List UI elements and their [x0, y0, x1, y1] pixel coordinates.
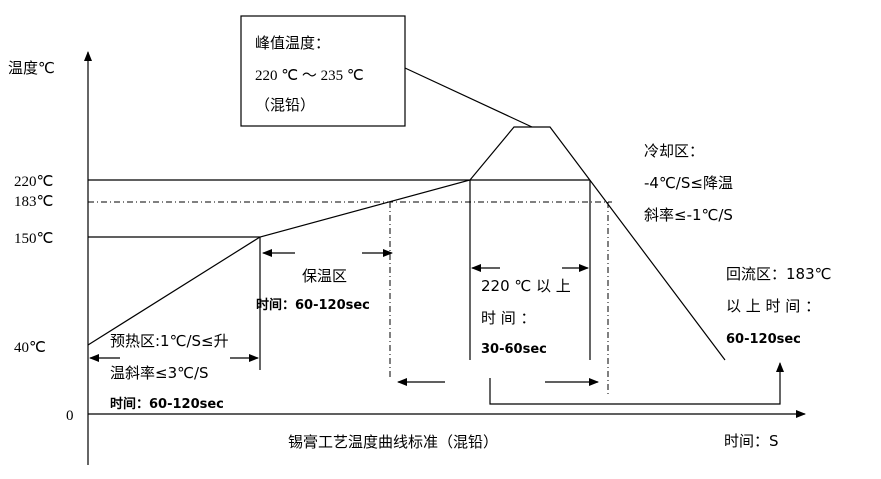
x-axis-label: 时间：S — [724, 432, 779, 450]
cooling-line1: -4℃/S≤降温 — [644, 174, 733, 192]
peak-box-note: （混铅） — [255, 96, 315, 114]
peak-temperature-box — [240, 15, 406, 127]
cooling-line2: 斜率≤-1℃/S — [644, 206, 733, 224]
soak-time: 时间：60-120sec — [256, 297, 370, 313]
temperature-profile-curve — [87, 126, 726, 361]
cooling-title: 冷却区： — [644, 142, 704, 160]
reflow-title: 回流区：183℃ — [726, 265, 831, 283]
soak-title: 保温区 — [302, 267, 347, 285]
preheat-line1: 预热区:1℃/S≤升 — [110, 332, 229, 350]
peak-callout-line — [404, 67, 533, 128]
y-axis-label: 温度℃ — [8, 59, 55, 77]
above-220-line1: 220 ℃ 以 上 — [481, 277, 571, 295]
tick-183: 183℃ — [14, 194, 53, 210]
preheat-line2: 温斜率≤3℃/S — [110, 364, 209, 382]
origin-label: 0 — [66, 408, 74, 424]
tick-150: 150℃ — [14, 231, 53, 247]
above-220-time: 30-60sec — [481, 342, 547, 357]
reflow-time: 60-120sec — [726, 332, 801, 347]
tick-220: 220℃ — [14, 174, 53, 190]
reflow-bracket — [489, 362, 784, 405]
tick-40: 40℃ — [14, 340, 46, 356]
peak-box-range: 220 ℃ ～ 235 ℃ — [255, 68, 364, 84]
peak-box-title: 峰值温度： — [255, 34, 330, 52]
above-220-line2: 时 间 ： — [481, 309, 536, 327]
reflow-line1: 以 上 时 间 ： — [726, 297, 820, 315]
preheat-time: 时间：60-120sec — [110, 396, 224, 412]
diagram-caption: 锡膏工艺温度曲线标准（混铅） — [288, 433, 498, 451]
